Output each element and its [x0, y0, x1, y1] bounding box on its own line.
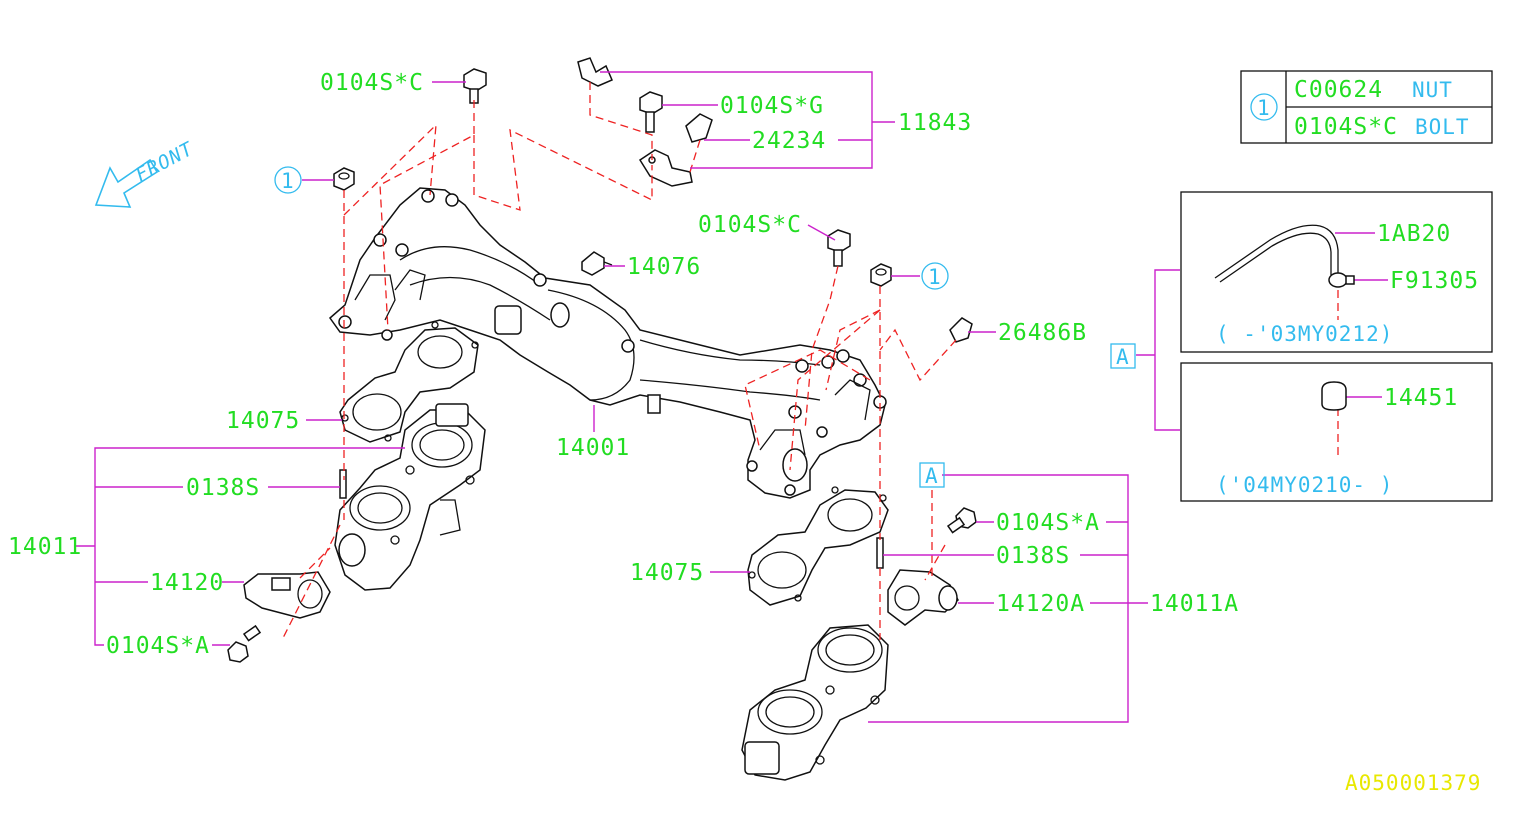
callout-1-right: [921, 262, 949, 290]
stud-left: [339, 469, 347, 499]
front-label: FRONT: [132, 138, 198, 187]
range-top: ( -'03MY0212): [1216, 322, 1393, 346]
label-bolt-a-right: 0104S*A: [996, 510, 1100, 536]
bolt-0104S-C-mid: [827, 229, 851, 267]
legend-callout-text: 1: [1257, 96, 1271, 120]
label-gasket-right: 14075: [630, 560, 704, 586]
sensor-14076: [581, 251, 613, 276]
label-throttle-right: 14011A: [1150, 591, 1239, 617]
callout-1-left: [274, 166, 302, 194]
legend-row2-part: 0104S*C: [1294, 114, 1398, 140]
gasket-right: [747, 486, 889, 606]
bolt-0104S-C-top: [463, 68, 487, 104]
bolt-0104S-A-left: [227, 624, 262, 663]
callout-1-left-text: 1: [281, 169, 295, 193]
nut-right: [870, 263, 892, 287]
legend-row1-part: C00624: [1294, 77, 1383, 103]
label-actuator-right: 14120A: [996, 591, 1085, 617]
bolt-0104S-A-right: [946, 507, 977, 534]
bracket-plate: [638, 149, 693, 187]
label-throttle-left: 14011: [8, 534, 82, 560]
label-bracket-clip: 24234: [752, 128, 826, 154]
diagram-id: A050001379: [1345, 771, 1481, 795]
label-stud-left: 0138S: [186, 475, 260, 501]
throttle-body-right: [741, 624, 889, 781]
label-bolt-a-left: 0104S*A: [106, 633, 210, 659]
label-gasket-left: 14075: [226, 408, 300, 434]
gasket-left: [339, 321, 479, 443]
actuator-14120: [243, 571, 331, 619]
legend-table: 1 C00624 NUT 0104S*C BOLT: [1240, 70, 1493, 144]
label-bolt-c-top: 0104S*C: [320, 70, 424, 96]
callout-1-right-text: 1: [928, 265, 942, 289]
label-clamp: F91305: [1390, 268, 1479, 294]
label-bolt-g: 0104S*G: [720, 93, 824, 119]
legend-row2-desc: BOLT: [1415, 115, 1470, 139]
label-bracket-assy: 11843: [898, 110, 972, 136]
throttle-body-left: [334, 403, 486, 591]
legend-row1-desc: NUT: [1412, 78, 1453, 102]
label-cap: 14451: [1384, 385, 1458, 411]
label-hose: 1AB20: [1377, 221, 1451, 247]
inset-bottom: ('04MY0210- ): [1180, 362, 1493, 502]
leader-lines: [76, 71, 1388, 723]
section-a-left-text: A: [1116, 345, 1130, 369]
label-stud-right: 0138S: [996, 543, 1070, 569]
label-sensor: 14076: [627, 254, 701, 280]
range-bottom: ('04MY0210- ): [1216, 473, 1393, 497]
section-a-square-left: [1110, 343, 1136, 369]
section-a-square-right: [919, 462, 945, 488]
stud-right: [876, 537, 884, 569]
section-a-right-text: A: [925, 464, 939, 488]
plug-26486B: [949, 317, 973, 343]
label-bolt-c-mid: 0104S*C: [698, 212, 802, 238]
front-arrow-icon: FRONT: [94, 138, 198, 208]
bracket-clip-24234: [685, 113, 713, 143]
actuator-14120A: [887, 569, 959, 626]
nut-left: [333, 167, 355, 191]
bolt-0104S-G: [639, 91, 663, 133]
label-actuator-left: 14120: [150, 570, 224, 596]
label-manifold: 14001: [556, 435, 630, 461]
assembly-dashed-lines: [281, 82, 1339, 641]
label-plug: 26486B: [998, 320, 1087, 346]
inset-top: ( -'03MY0212): [1180, 191, 1493, 353]
bracket-clip-top: [577, 57, 613, 87]
